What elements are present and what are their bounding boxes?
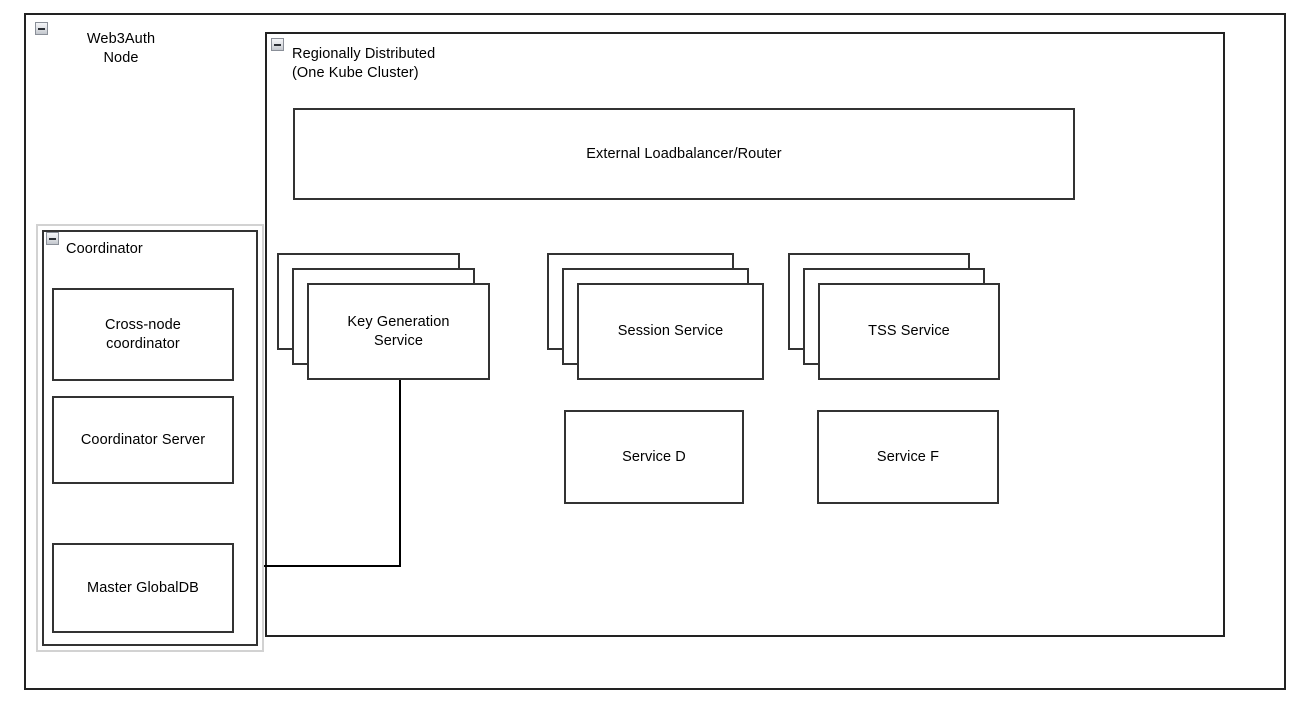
box-cross-node-coordinator[interactable]: Cross-node coordinator bbox=[52, 288, 234, 381]
stack-layer-front[interactable]: Session Service bbox=[577, 283, 764, 380]
container-title-kube-cluster: Regionally Distributed (One Kube Cluster… bbox=[292, 46, 436, 81]
box-label-external-loadbalancer-router: External Loadbalancer/Router bbox=[586, 145, 782, 162]
box-external-loadbalancer-router[interactable]: External Loadbalancer/Router bbox=[293, 108, 1075, 200]
box-label-service-d: Service D bbox=[622, 448, 686, 465]
collapse-minus-icon-kube-cluster[interactable] bbox=[271, 38, 284, 51]
connector-vertical-segment bbox=[399, 380, 401, 567]
stack-layer-front[interactable]: TSS Service bbox=[818, 283, 1000, 380]
stack-session-service[interactable]: Session Service bbox=[547, 253, 764, 380]
stack-layer-front[interactable]: Key Generation Service bbox=[307, 283, 490, 380]
box-label-tss-service: TSS Service bbox=[868, 323, 950, 339]
container-title-web3auth-node: Web3Auth Node bbox=[86, 31, 156, 66]
box-service-f[interactable]: Service F bbox=[817, 410, 999, 504]
collapse-minus-icon-coordinator[interactable] bbox=[46, 232, 59, 245]
box-label-master-globaldb: Master GlobalDB bbox=[87, 579, 199, 596]
connector-horizontal-segment bbox=[241, 565, 401, 567]
stack-key-generation-service[interactable]: Key Generation Service bbox=[277, 253, 490, 380]
box-coordinator-server[interactable]: Coordinator Server bbox=[52, 396, 234, 484]
box-label-session-service: Session Service bbox=[617, 323, 724, 339]
box-label-cross-node-coordinator: Cross-node coordinator bbox=[105, 316, 181, 352]
box-label-service-f: Service F bbox=[876, 448, 940, 465]
box-service-d[interactable]: Service D bbox=[564, 410, 744, 504]
stack-tss-service[interactable]: TSS Service bbox=[788, 253, 1000, 380]
box-label-coordinator-server: Coordinator Server bbox=[80, 431, 206, 448]
collapse-minus-icon-web3auth-node[interactable] bbox=[35, 22, 48, 35]
box-label-key-generation-service: Key Generation Service bbox=[347, 313, 450, 349]
box-master-globaldb[interactable]: Master GlobalDB bbox=[52, 543, 234, 633]
container-title-coordinator: Coordinator bbox=[66, 241, 143, 257]
